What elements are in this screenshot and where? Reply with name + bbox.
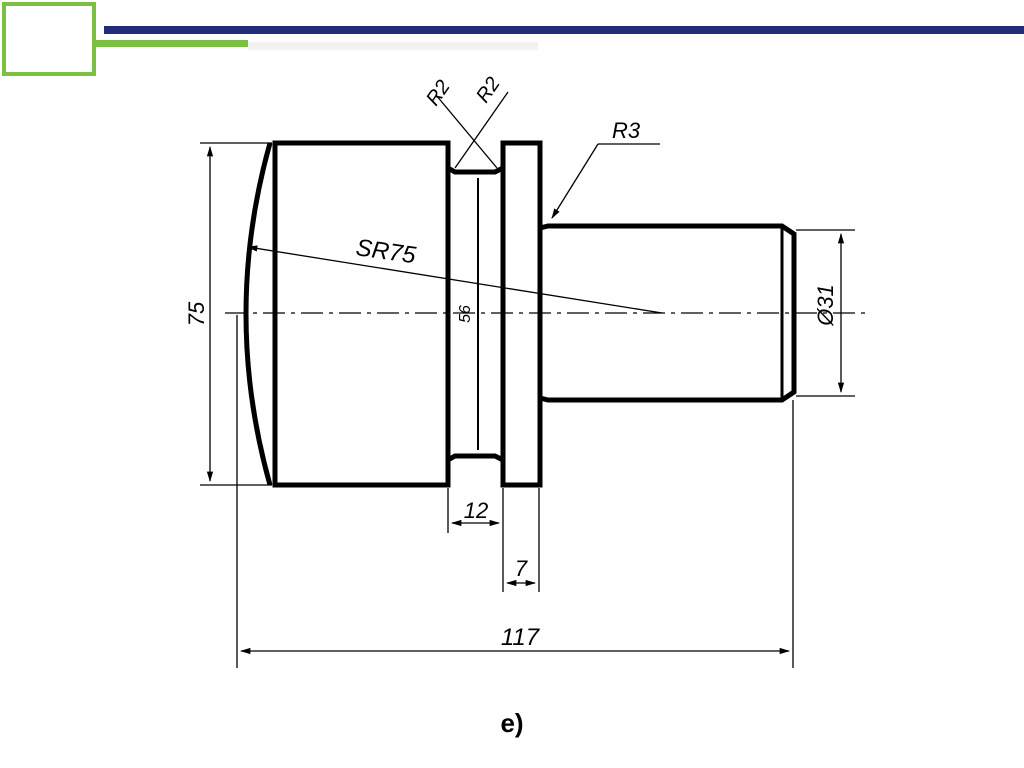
dim-12-dimension	[447, 488, 504, 533]
diameter-75-dimension	[200, 142, 272, 486]
dim-label-31: Ø31	[813, 284, 838, 327]
r3-leader	[551, 143, 660, 219]
header-bar-navy	[104, 26, 1024, 34]
dim-label-r2-left: R2	[422, 76, 455, 110]
dim-label-r3: R3	[612, 118, 641, 143]
dim-117-dimension	[236, 315, 794, 668]
main-body	[272, 140, 451, 488]
slide-corner-box	[2, 2, 96, 76]
dim-label-r2-right: R2	[472, 73, 505, 107]
collar	[500, 140, 543, 488]
dim-label-117: 117	[501, 624, 541, 651]
dim-label-56: 56	[457, 305, 474, 323]
dim-label-75: 75	[184, 301, 209, 326]
header-bar-light	[248, 42, 538, 50]
dim-7-dimension	[502, 488, 540, 592]
part-outline	[243, 140, 797, 488]
dim-label-12: 12	[464, 498, 488, 523]
diameter-31-dimension	[796, 229, 855, 397]
spherical-face	[243, 142, 273, 486]
dim-label-7: 7	[515, 556, 528, 581]
technical-drawing: 75 SR75 56 R2 R2 R3 Ø31 12 7 11	[184, 73, 870, 668]
header-bar-green	[96, 40, 248, 47]
figure-caption: e)	[500, 708, 524, 738]
groove	[446, 165, 505, 463]
r2-leaders	[435, 91, 509, 169]
sr75-leader	[246, 245, 663, 314]
shaft	[539, 223, 797, 403]
dim-label-sr75: SR75	[354, 234, 418, 269]
